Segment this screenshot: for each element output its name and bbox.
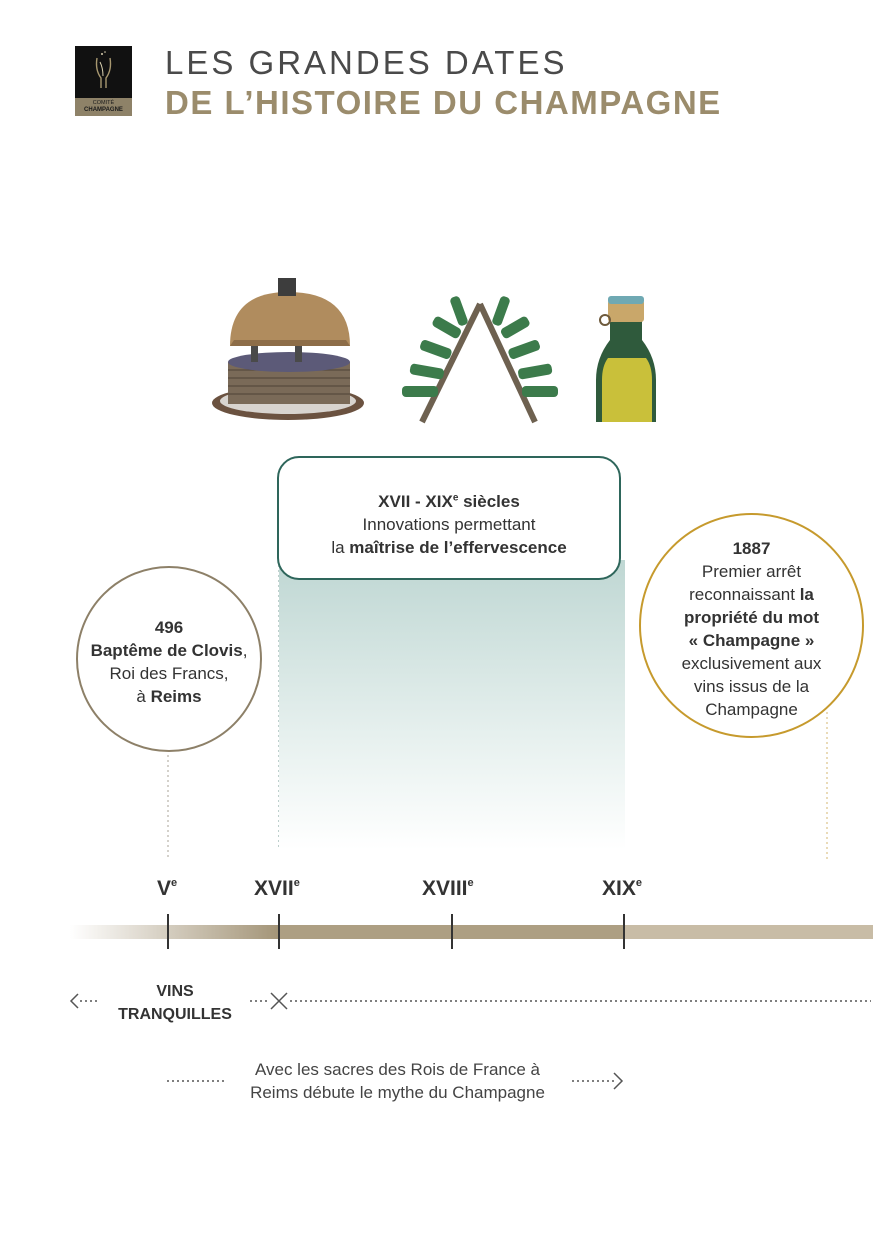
century-label-xviii: XVIIIe [422,877,474,900]
champagne-bottle-icon [596,296,656,422]
press-icon [212,278,364,420]
timeline-bar-early [70,925,280,939]
coronation-note: Avec les sacres des Rois de France à Rei… [250,1060,545,1102]
event-1887-line2: reconnaissant la [689,585,814,604]
innovations-box: XVII - XIXe siècles Innovations permetta… [277,456,621,580]
page-title-line2: DE L’HISTOIRE DU CHAMPAGNE [165,84,722,121]
innovation-period-shading [279,560,625,850]
event-1887-line5: exclusivement aux [681,654,822,673]
century-label-xix: XIXe [602,877,642,900]
century-label-xvii: XVIIe [254,877,300,900]
innovations-line3: la maîtrise de l’effervescence [331,537,567,557]
cross-icon [270,992,288,1010]
riddling-rack-icon [402,296,558,424]
event-496-line1: Baptême de Clovis, [90,641,248,660]
innovations-line2: Innovations permettant [362,514,536,534]
event-1887-line7: Champagne [705,700,798,719]
comite-champagne-logo: COMITÉ CHAMPAGNE [75,46,132,116]
event-496-year: 496 [154,618,184,637]
event-1887-circle: 1887 Premier arrêt reconnaissant la prop… [639,513,864,738]
still-wines-label: VINS TRANQUILLES [118,983,232,1023]
illustrations [212,278,656,424]
century-label-v: Ve [157,877,178,900]
event-496-circle: 496 Baptême de Clovis, Roi des Francs, à… [76,566,262,752]
event-1887-line3: propriété du mot [683,608,820,627]
page-title-line1: LES GRANDES DATES [165,44,568,81]
event-1887-line4: « Champagne » [688,631,815,650]
innovations-heading: XVII - XIXe siècles [378,491,520,511]
event-1887-line6: vins issus de la [693,677,810,696]
event-496-line2: Roi des Francs, [109,664,229,683]
timeline-bar-late [625,925,873,939]
event-1887-line1: Premier arrêt [701,562,802,581]
event-1887-year: 1887 [732,539,771,558]
logo-line2: CHAMPAGNE [84,107,123,113]
flute-glasses-icon [95,51,112,88]
arrow-left-icon [69,993,79,1009]
arrow-right-icon [613,1072,624,1090]
logo-line1: COMITÉ [92,100,115,106]
event-496-line3: à Reims [136,687,202,706]
